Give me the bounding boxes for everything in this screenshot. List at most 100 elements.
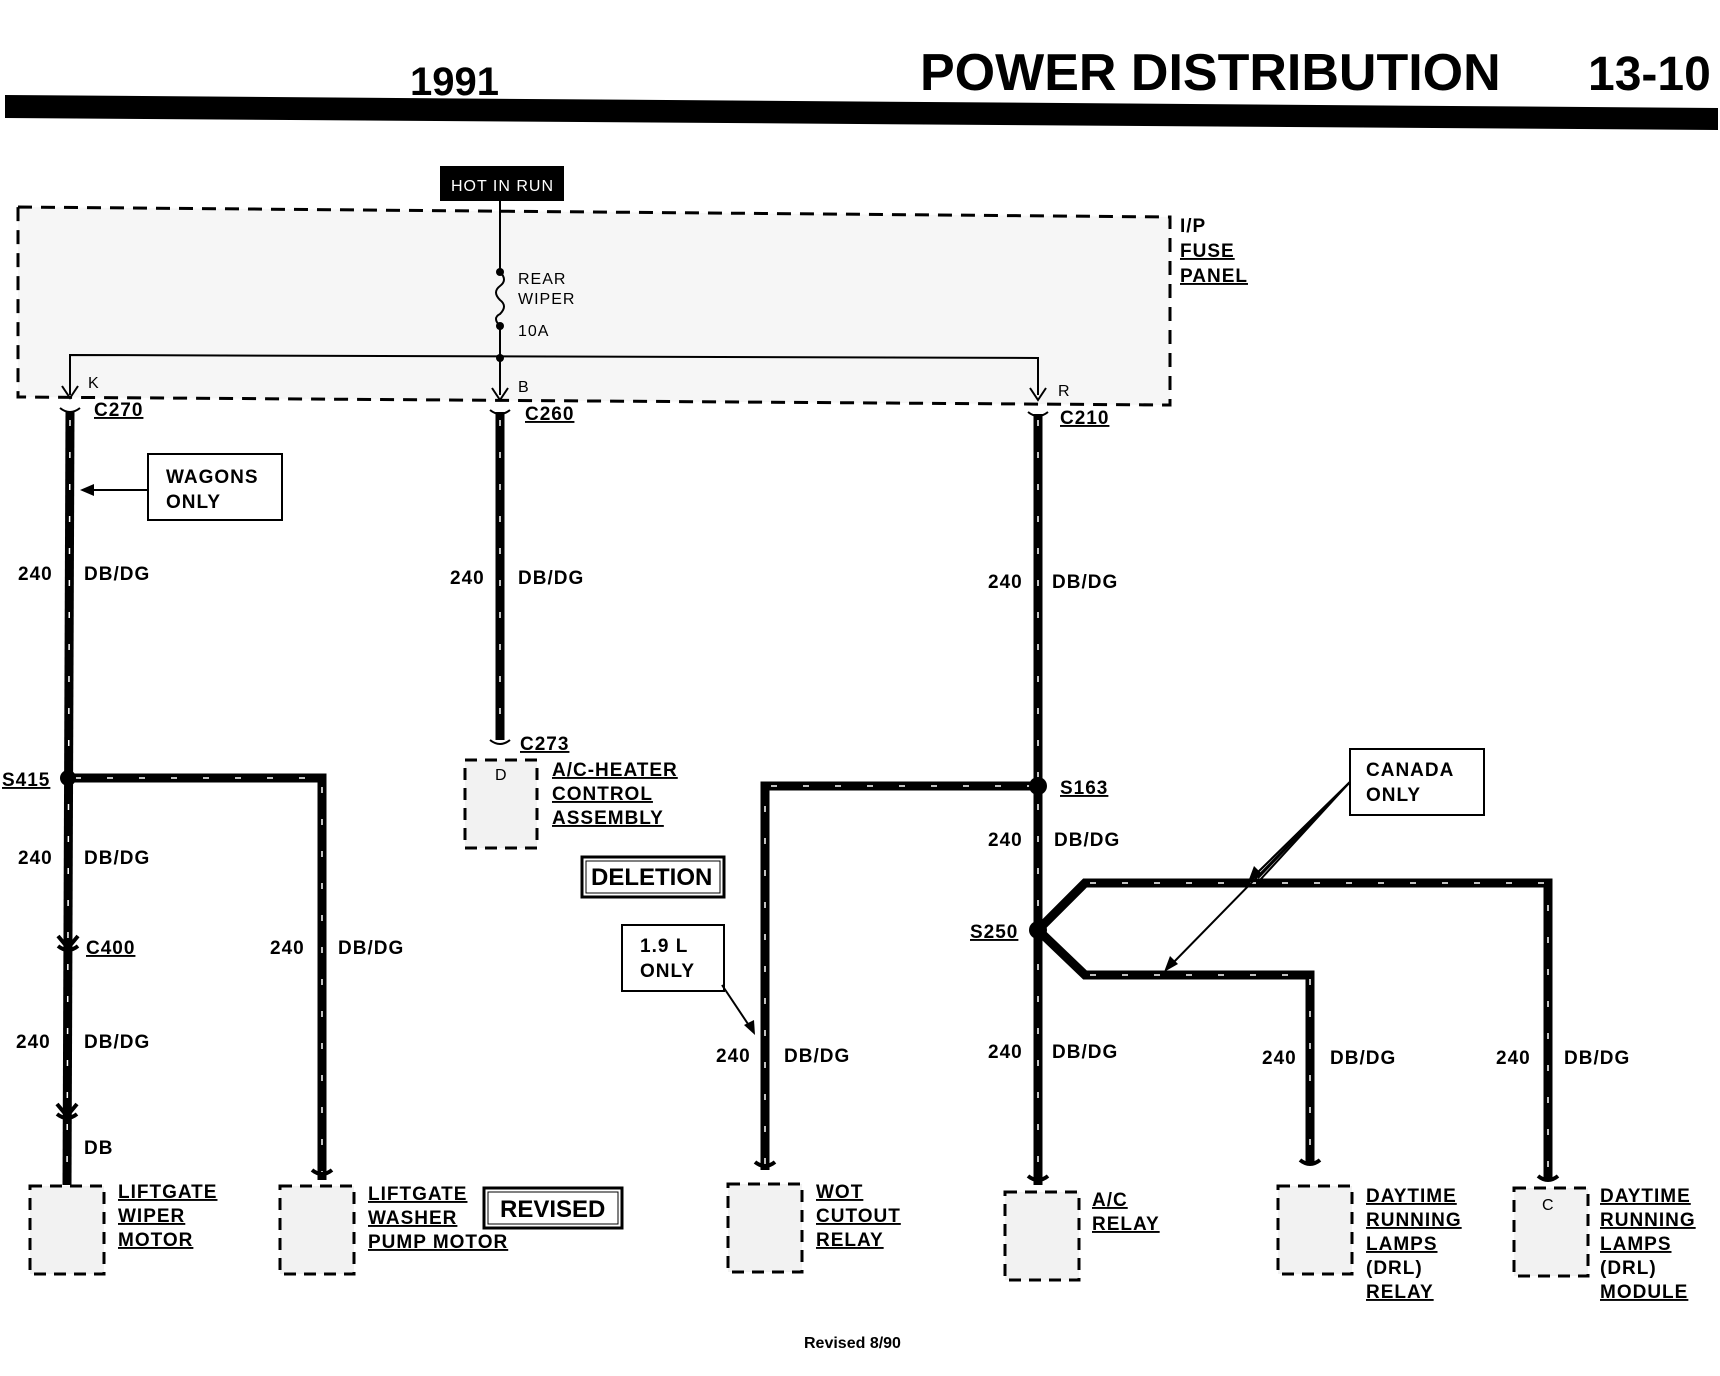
splice-s250-label: S250 xyxy=(970,922,1018,943)
pin-db: DB xyxy=(84,1138,113,1159)
liftgate-washer-label-3: PUMP MOTOR xyxy=(368,1232,508,1253)
ac-relay-label-1: A/C xyxy=(1092,1190,1128,1211)
connector-c210: C210 xyxy=(1060,408,1109,429)
drl-module-label-5: MODULE xyxy=(1600,1282,1688,1303)
header-title: POWER DISTRIBUTION xyxy=(920,44,1501,102)
canada-only-note xyxy=(1349,748,1485,816)
drl-module-label-1: DAYTIME xyxy=(1600,1186,1691,1207)
wire-right-mid-color: DB/DG xyxy=(1054,830,1120,851)
liftgate-washer-pump-motor xyxy=(278,1184,356,1276)
wire-center-circuit: 240 xyxy=(450,568,485,589)
wires xyxy=(62,411,1553,1186)
connector-c273: C273 xyxy=(520,734,569,755)
connector-c270: C270 xyxy=(94,400,143,421)
connector-c260: C260 xyxy=(525,404,574,425)
wot-relay-label-1: WOT xyxy=(816,1182,863,1203)
wot-relay-label-2: CUTOUT xyxy=(816,1206,901,1227)
l19-only-1: 1.9 L xyxy=(640,936,688,957)
liftgate-wiper-label-2: WIPER xyxy=(118,1206,185,1227)
drl-module xyxy=(1512,1186,1590,1278)
liftgate-wiper-label-3: MOTOR xyxy=(118,1230,193,1251)
pin-b: B xyxy=(518,379,530,396)
ac-heater-label-3: ASSEMBLY xyxy=(552,808,664,829)
fuse-name-1: REAR xyxy=(518,271,566,288)
hot-in-run-label: HOT IN RUN xyxy=(451,178,554,195)
rear-wiper-fuse-icon xyxy=(495,271,505,327)
pin-c: C xyxy=(1542,1197,1555,1214)
wagons-only-note xyxy=(147,453,283,521)
wire-washer-circuit: 240 xyxy=(270,938,305,959)
revised-note xyxy=(482,1186,624,1230)
l19-only-note xyxy=(621,924,725,992)
splice-s163 xyxy=(1029,777,1047,795)
drl-relay-label-4: (DRL) xyxy=(1366,1258,1423,1279)
drl-relay-label-2: RUNNING xyxy=(1366,1210,1462,1231)
liftgate-wiper-label-1: LIFTGATE xyxy=(118,1182,217,1203)
pin-k: K xyxy=(88,375,100,392)
drl-module-label-4: (DRL) xyxy=(1600,1258,1657,1279)
canada-only-1: CANADA xyxy=(1366,760,1454,781)
wot-cutout-relay xyxy=(726,1182,804,1274)
splice-s250 xyxy=(1029,921,1047,939)
fuse-panel-bus xyxy=(69,353,1039,395)
wagons-only-2: ONLY xyxy=(166,492,221,513)
wire-center-color: DB/DG xyxy=(518,568,584,589)
wire-right-upper-circuit: 240 xyxy=(988,572,1023,593)
ac-heater-label-1: A/C-HEATER xyxy=(552,760,678,781)
wire-left-mid-circuit: 240 xyxy=(18,848,53,869)
canada-only-2: ONLY xyxy=(1366,785,1421,806)
liftgate-washer-label-1: LIFTGATE xyxy=(368,1184,467,1205)
hot-in-run-label-box xyxy=(440,166,564,201)
wire-right-upper-color: DB/DG xyxy=(1052,572,1118,593)
wire-left-mid-color: DB/DG xyxy=(84,848,150,869)
ac-relay xyxy=(1003,1190,1081,1282)
fuse-rating: 10A xyxy=(518,323,549,340)
splice-s415 xyxy=(60,770,76,786)
header-page: 13-10 xyxy=(1588,48,1711,101)
pin-d: D xyxy=(495,767,508,784)
footer-revised: Revised 8/90 xyxy=(804,1335,901,1352)
wire-washer-color: DB/DG xyxy=(338,938,404,959)
revised-label: REVISED xyxy=(500,1196,605,1223)
wire-wot-color: DB/DG xyxy=(784,1046,850,1067)
l19-only-2: ONLY xyxy=(640,961,695,982)
wire-drl-module-circuit: 240 xyxy=(1496,1048,1531,1069)
ac-relay-label-2: RELAY xyxy=(1092,1214,1160,1235)
deletion-label: DELETION xyxy=(591,864,712,891)
ac-heater-control-assembly xyxy=(463,758,539,850)
drl-relay xyxy=(1276,1184,1354,1276)
drl-module-label-2: RUNNING xyxy=(1600,1210,1696,1231)
liftgate-wiper-motor xyxy=(28,1184,106,1276)
connector-c400: C400 xyxy=(86,938,135,959)
fuse-panel xyxy=(16,205,1172,407)
ac-heater-label-2: CONTROL xyxy=(552,784,653,805)
header-rule xyxy=(5,95,1718,130)
fuse-panel-label-2: FUSE xyxy=(1180,241,1235,262)
fuse-panel-label-1: I/P xyxy=(1180,216,1206,237)
wire-wot-circuit: 240 xyxy=(716,1046,751,1067)
pin-r: R xyxy=(1058,383,1071,400)
wire-left-upper-circuit: 240 xyxy=(18,564,53,585)
wire-drl-relay-color: DB/DG xyxy=(1330,1048,1396,1069)
splice-s163-label: S163 xyxy=(1060,778,1108,799)
fuse-name-2: WIPER xyxy=(518,291,575,308)
wagons-only-1: WAGONS xyxy=(166,467,259,488)
drl-relay-label-3: LAMPS xyxy=(1366,1234,1438,1255)
wire-ac-relay-color: DB/DG xyxy=(1052,1042,1118,1063)
wire-drl-relay-circuit: 240 xyxy=(1262,1048,1297,1069)
liftgate-washer-label-2: WASHER xyxy=(368,1208,457,1229)
wire-left-lower-color: DB/DG xyxy=(84,1032,150,1053)
drl-module-label-3: LAMPS xyxy=(1600,1234,1672,1255)
splice-s415-label: S415 xyxy=(2,770,50,791)
drl-relay-label-1: DAYTIME xyxy=(1366,1186,1457,1207)
wire-left-upper-color: DB/DG xyxy=(84,564,150,585)
header-year: 1991 xyxy=(410,60,499,104)
fuse-panel-label-3: PANEL xyxy=(1180,266,1248,287)
wire-right-mid-circuit: 240 xyxy=(988,830,1023,851)
deletion-note xyxy=(580,855,726,899)
drl-relay-label-5: RELAY xyxy=(1366,1282,1434,1303)
wire-ac-relay-circuit: 240 xyxy=(988,1042,1023,1063)
wire-drl-module-color: DB/DG xyxy=(1564,1048,1630,1069)
wire-left-lower-circuit: 240 xyxy=(16,1032,51,1053)
